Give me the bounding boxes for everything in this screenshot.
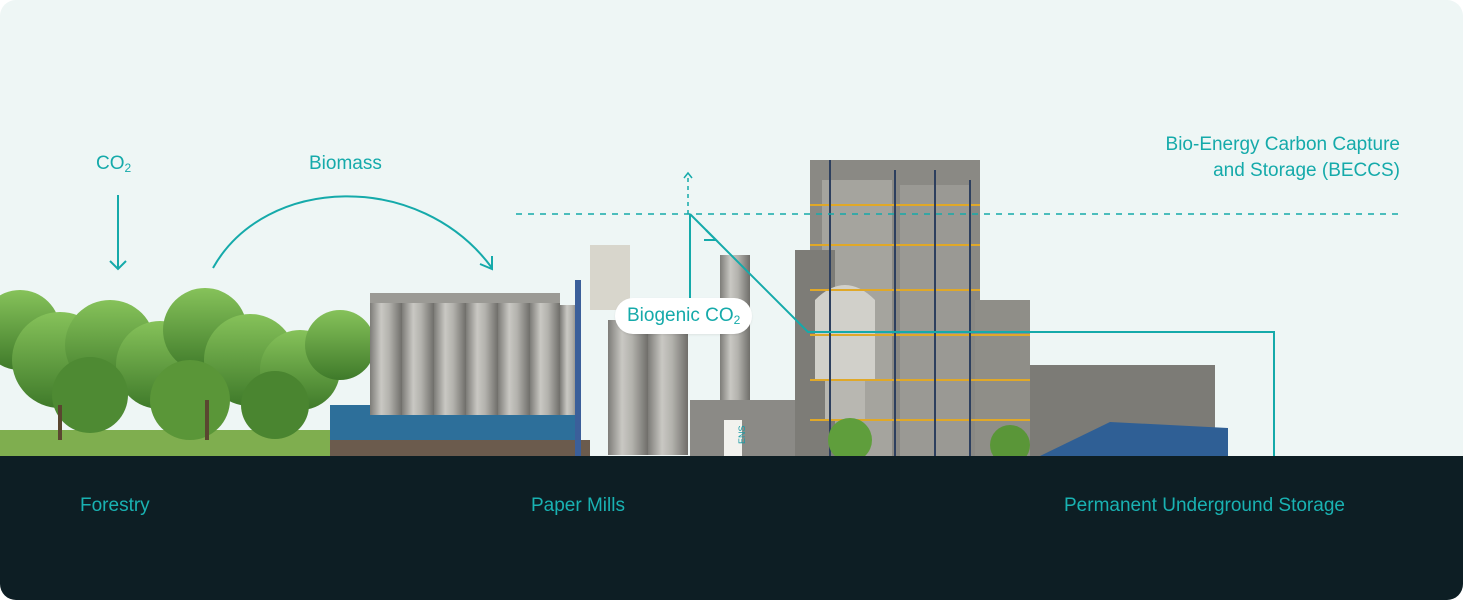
co2-label: CO2 bbox=[96, 153, 132, 175]
beccs-label-line2: and Storage (BECCS) bbox=[1213, 160, 1400, 181]
plant-sign-text: ENS bbox=[737, 425, 747, 444]
biomass-curve-arrow bbox=[212, 195, 493, 271]
beccs-label: Bio-Energy Carbon Capture and Storage (B… bbox=[1166, 132, 1400, 184]
biomass-label: Biomass bbox=[309, 153, 382, 174]
biogenic-release-arrow bbox=[683, 171, 693, 214]
forestry-label: Forestry bbox=[80, 495, 150, 516]
power-plant-illustration bbox=[795, 160, 1228, 465]
storage-label: Permanent Underground Storage bbox=[1064, 495, 1345, 516]
paper-mills-label: Paper Mills bbox=[531, 495, 625, 516]
forest-illustration bbox=[0, 288, 375, 456]
biogenic-co2-pill: Biogenic CO2 bbox=[615, 298, 753, 334]
underground-band bbox=[0, 456, 1463, 600]
co2-down-arrow bbox=[109, 195, 127, 271]
paper-mill-illustration: ENS bbox=[330, 245, 800, 456]
beccs-label-line1: Bio-Energy Carbon Capture bbox=[1165, 134, 1400, 155]
